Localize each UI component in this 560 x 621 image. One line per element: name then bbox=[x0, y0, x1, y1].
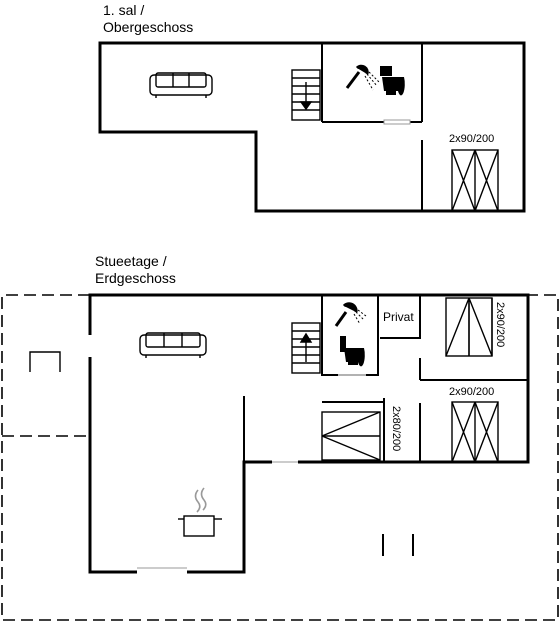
stairs-up-icon bbox=[291, 322, 321, 374]
ground-floor-title-line2: Erdgeschoss bbox=[95, 270, 176, 286]
bedroom-walls bbox=[322, 358, 528, 462]
private-room-walls bbox=[380, 295, 421, 339]
stairs-down-icon bbox=[291, 69, 321, 121]
bed-icon bbox=[445, 297, 493, 357]
upper-bed-label: 2x90/200 bbox=[449, 133, 494, 145]
bed-right-label: 2x90/200 bbox=[494, 302, 506, 347]
sofa-icon bbox=[149, 72, 213, 98]
upper-floor-title-line2: Obergeschoss bbox=[103, 19, 194, 35]
outdoor-bench bbox=[29, 351, 61, 372]
front-door-gap bbox=[86, 335, 94, 357]
bed-icon bbox=[451, 401, 499, 463]
bed-icon bbox=[321, 411, 381, 461]
sofa-icon bbox=[139, 332, 207, 358]
bed-icon bbox=[451, 149, 499, 212]
bottom-door-gap bbox=[137, 568, 187, 576]
shower-icon bbox=[334, 302, 367, 327]
ground-floor-title-line1: Stueetage / bbox=[95, 253, 167, 269]
upper-bath-door bbox=[383, 119, 411, 125]
upper-floor-title-line1: 1. sal / bbox=[103, 2, 145, 18]
toilet-icon bbox=[340, 336, 365, 367]
toilet-icon bbox=[380, 66, 405, 96]
upper-floor-outline bbox=[98, 41, 526, 213]
ground-floor bbox=[1, 293, 559, 621]
bed-middle-label: 2x90/200 bbox=[449, 386, 494, 398]
private-room-label: Privat bbox=[383, 310, 414, 324]
ground-bath-walls bbox=[321, 295, 379, 376]
shower-icon bbox=[345, 64, 380, 91]
terrace-outline bbox=[1, 294, 559, 621]
bed-left-label: 2x80/200 bbox=[390, 406, 402, 451]
cooking-pot-icon bbox=[178, 487, 222, 537]
upper-floor bbox=[98, 41, 526, 213]
bedroom-door-gap bbox=[380, 380, 388, 398]
